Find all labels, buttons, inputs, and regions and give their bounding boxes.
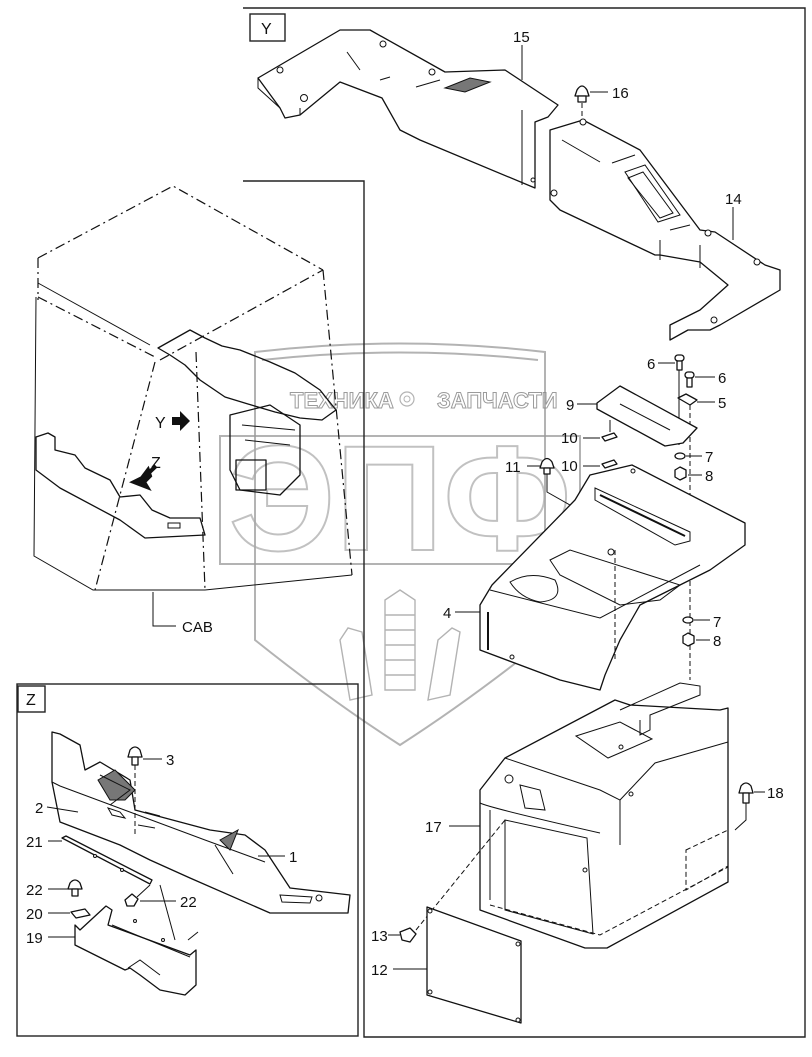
- arrow-down-left-icon: [129, 464, 158, 491]
- arrow-right-icon: [172, 411, 190, 431]
- part-3-bolt: [127, 746, 143, 835]
- callout-15: 15: [513, 29, 530, 46]
- callout-7b: 7: [713, 614, 721, 631]
- callout-10b: 10: [561, 458, 578, 475]
- callout-12: 12: [371, 962, 388, 979]
- part-15-cover: [257, 29, 559, 189]
- part-4-console: [479, 464, 746, 691]
- callout-17: 17: [425, 819, 442, 836]
- part-8-nut-a: [674, 466, 687, 481]
- leader-cab: [152, 592, 176, 627]
- callout-6b: 6: [718, 370, 726, 387]
- callout-20: 20: [26, 906, 43, 923]
- gear-icon: [399, 391, 415, 407]
- view-y-arrow: [172, 411, 190, 431]
- callout-9: 9: [566, 397, 574, 414]
- callout-13: 13: [371, 928, 388, 945]
- callout-14: 14: [725, 191, 742, 208]
- part-12-cover-plate: [426, 906, 522, 1024]
- part-14-cover: [549, 118, 781, 341]
- callout-22b: 22: [180, 894, 197, 911]
- watermark-logo-letters: ЭПФ: [229, 414, 572, 582]
- callout-19: 19: [26, 930, 43, 947]
- watermark-text-left: ТЕХНИКА: [290, 388, 394, 413]
- part-10-pad-a: [601, 432, 618, 442]
- part-7-washer-a: [674, 452, 686, 460]
- part-9-plate: [596, 385, 698, 447]
- callout-21: 21: [26, 834, 43, 851]
- callout-16: 16: [612, 85, 629, 102]
- view-y-arrow-label: Y: [155, 415, 166, 432]
- part-13-screw: [399, 819, 506, 943]
- callout-22a: 22: [26, 882, 43, 899]
- watermark-inner-arc: [261, 351, 539, 361]
- part-19-lower-panel: [74, 884, 199, 996]
- part-1-panel: [51, 731, 351, 914]
- callout-4: 4: [443, 605, 451, 622]
- label-cab: CAB: [182, 619, 213, 636]
- callout-11: 11: [505, 459, 521, 476]
- callout-10a: 10: [561, 430, 578, 447]
- view-z-label: Z: [26, 692, 36, 709]
- watermark-wheat-icon: [339, 589, 461, 701]
- callout-8a: 8: [705, 468, 713, 485]
- callout-6a: 6: [647, 356, 655, 373]
- part-21-strip: [61, 835, 153, 885]
- part-18-bolt: [734, 782, 754, 831]
- callout-2: 2: [35, 800, 43, 817]
- callout-8b: 8: [713, 633, 721, 650]
- callout-7a: 7: [705, 449, 713, 466]
- watermark-shield: [254, 342, 546, 747]
- part-16-bolt: [574, 85, 590, 120]
- callout-18: 18: [767, 785, 784, 802]
- callout-5: 5: [718, 395, 726, 412]
- view-z-arrow: [129, 464, 158, 491]
- part-7-washer-b: [682, 616, 694, 624]
- callout-1: 1: [289, 849, 297, 866]
- cab-console-sketch: [157, 329, 337, 496]
- view-z-arrow-label: Z: [151, 455, 161, 472]
- part-22-bolt-b: [124, 884, 151, 907]
- cab-dash-panel: [35, 432, 206, 539]
- watermark: ТЕХНИКА ЗАПЧАСТИ ЭПФ: [219, 342, 581, 747]
- view-y-label: Y: [261, 21, 272, 38]
- callout-3: 3: [166, 752, 174, 769]
- leader-2: [46, 806, 79, 813]
- part-17-housing: [479, 682, 729, 949]
- part-8-nut-b: [682, 632, 695, 647]
- part-20-bracket: [70, 908, 91, 919]
- view-z-frame: [16, 683, 359, 1037]
- part-22-bolt-a: [67, 879, 83, 897]
- part-6-screw-b: [684, 371, 695, 388]
- watermark-text-right: ЗАПЧАСТИ: [437, 388, 558, 413]
- cab-outline: [33, 185, 353, 591]
- view-y-frame: [243, 7, 806, 1038]
